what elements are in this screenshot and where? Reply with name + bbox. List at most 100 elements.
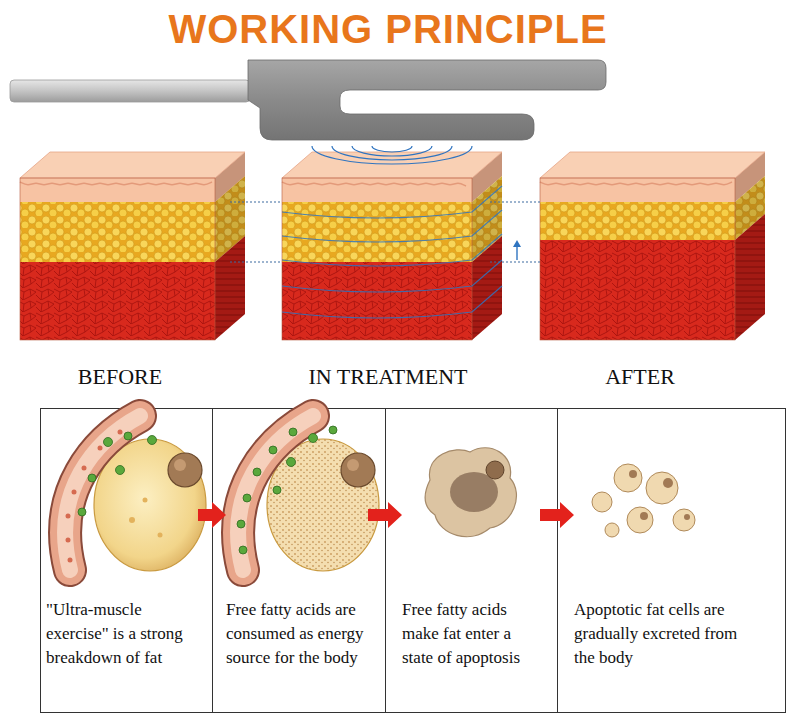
process-panel: Apoptotic fat cells are gradually excret… xyxy=(574,418,746,708)
stage-label: IN TREATMENT xyxy=(308,364,467,390)
process-panel: "Ultra-muscle exercise" is a strong brea… xyxy=(46,418,198,708)
cell-nucleus xyxy=(168,453,202,487)
fat-cell-figure xyxy=(237,416,379,571)
fatty-acids xyxy=(237,426,337,554)
panel-divider xyxy=(385,408,386,712)
reduction-arrow-shaft xyxy=(516,246,517,260)
wave-line xyxy=(282,186,502,218)
fatty-acid xyxy=(148,436,157,445)
fragment xyxy=(627,507,653,533)
wave-arc xyxy=(312,146,472,164)
fat-layer xyxy=(20,202,215,262)
blood-cell xyxy=(72,490,77,495)
fatty-acids xyxy=(78,432,157,516)
muscle-layer-side xyxy=(215,236,245,340)
process-panel: Free fatty acids make fat enter a state … xyxy=(402,418,540,708)
step-text: Apoptotic fat cells are gradually excret… xyxy=(574,598,746,670)
blood-cell xyxy=(98,446,103,451)
capillary xyxy=(65,416,140,570)
level-line xyxy=(490,201,540,202)
muscle-layer xyxy=(282,262,472,340)
fat-layer xyxy=(282,202,472,262)
step-text: Free fatty acids are consumed as energy … xyxy=(226,598,368,670)
tissue-block xyxy=(540,152,765,340)
fragment xyxy=(605,523,619,537)
fat-layer xyxy=(540,202,735,240)
fatty-acid xyxy=(269,446,277,454)
tissue-blocks xyxy=(20,152,765,340)
cell-nucleus-highlight xyxy=(347,459,359,471)
fat-droplet xyxy=(158,533,163,538)
fat-droplet xyxy=(129,517,135,523)
process-panel: Free fatty acids are consumed as energy … xyxy=(226,418,368,708)
blood-cells xyxy=(66,430,123,563)
blood-cell xyxy=(82,466,87,471)
fragment xyxy=(592,492,612,512)
reduction-arrow xyxy=(513,240,521,260)
flow-arrow xyxy=(198,502,226,528)
panel-divider xyxy=(212,408,213,712)
wave-arc xyxy=(332,146,452,160)
skin-wave xyxy=(540,182,732,185)
magnetic-waves xyxy=(282,146,502,318)
capillary-lumen xyxy=(238,416,313,570)
fatty-acid xyxy=(273,486,281,494)
panel-frame xyxy=(41,408,786,713)
wave-line xyxy=(282,260,502,292)
shrunken-cell xyxy=(425,448,516,537)
cell-nucleus xyxy=(341,453,375,487)
handpiece-head xyxy=(248,60,606,140)
skin-layer xyxy=(540,178,735,202)
fragment xyxy=(614,464,642,492)
fragment-nucleus xyxy=(663,478,673,488)
wave-line xyxy=(282,234,502,266)
handpiece xyxy=(10,60,606,140)
fatty-acid xyxy=(124,432,132,440)
level-lines xyxy=(230,202,540,262)
cell-fragments xyxy=(592,464,695,537)
skin-wave xyxy=(20,182,212,185)
capillary-wall xyxy=(65,416,140,570)
reduction-arrow-head xyxy=(513,240,521,247)
fatty-acid xyxy=(253,468,261,476)
handpiece-rod xyxy=(10,80,250,102)
flow-arrow xyxy=(540,502,574,528)
blood-cell xyxy=(68,558,73,563)
cell-nucleus xyxy=(486,461,504,479)
fat-cell-figure xyxy=(65,416,206,571)
wave-arc xyxy=(372,146,412,152)
fatty-acid xyxy=(329,426,337,434)
fatty-acid xyxy=(289,428,297,436)
skin-layer xyxy=(282,178,472,202)
blood-cell xyxy=(66,514,71,519)
muscle-layer xyxy=(20,262,215,340)
fragment-nuclei xyxy=(629,470,690,520)
fatty-acid xyxy=(243,494,251,502)
blood-cell xyxy=(66,538,71,543)
flow-arrow xyxy=(368,502,402,528)
blood-cell xyxy=(118,430,123,435)
fatty-acid xyxy=(104,438,113,447)
level-line xyxy=(230,201,282,202)
fatty-acid xyxy=(237,520,245,528)
panel-border xyxy=(41,409,786,713)
level-line xyxy=(230,261,282,262)
fatty-acid xyxy=(88,474,96,482)
fatty-acid xyxy=(287,458,296,467)
skin-layer xyxy=(20,178,215,202)
muscle-layer-shade xyxy=(472,236,502,340)
wave-line xyxy=(282,210,502,242)
skin-wave xyxy=(282,182,466,186)
muscle-layer-shade xyxy=(215,236,245,340)
fragment-nucleus xyxy=(684,514,690,520)
block-outline xyxy=(20,178,215,340)
capillary-wall xyxy=(238,416,313,570)
step-text: "Ultra-muscle exercise" is a strong brea… xyxy=(46,598,198,670)
panel-divider xyxy=(557,408,558,712)
fatty-acid xyxy=(78,508,86,516)
fatty-acid xyxy=(309,434,318,443)
block-outline xyxy=(282,178,472,340)
capillary xyxy=(238,416,313,570)
